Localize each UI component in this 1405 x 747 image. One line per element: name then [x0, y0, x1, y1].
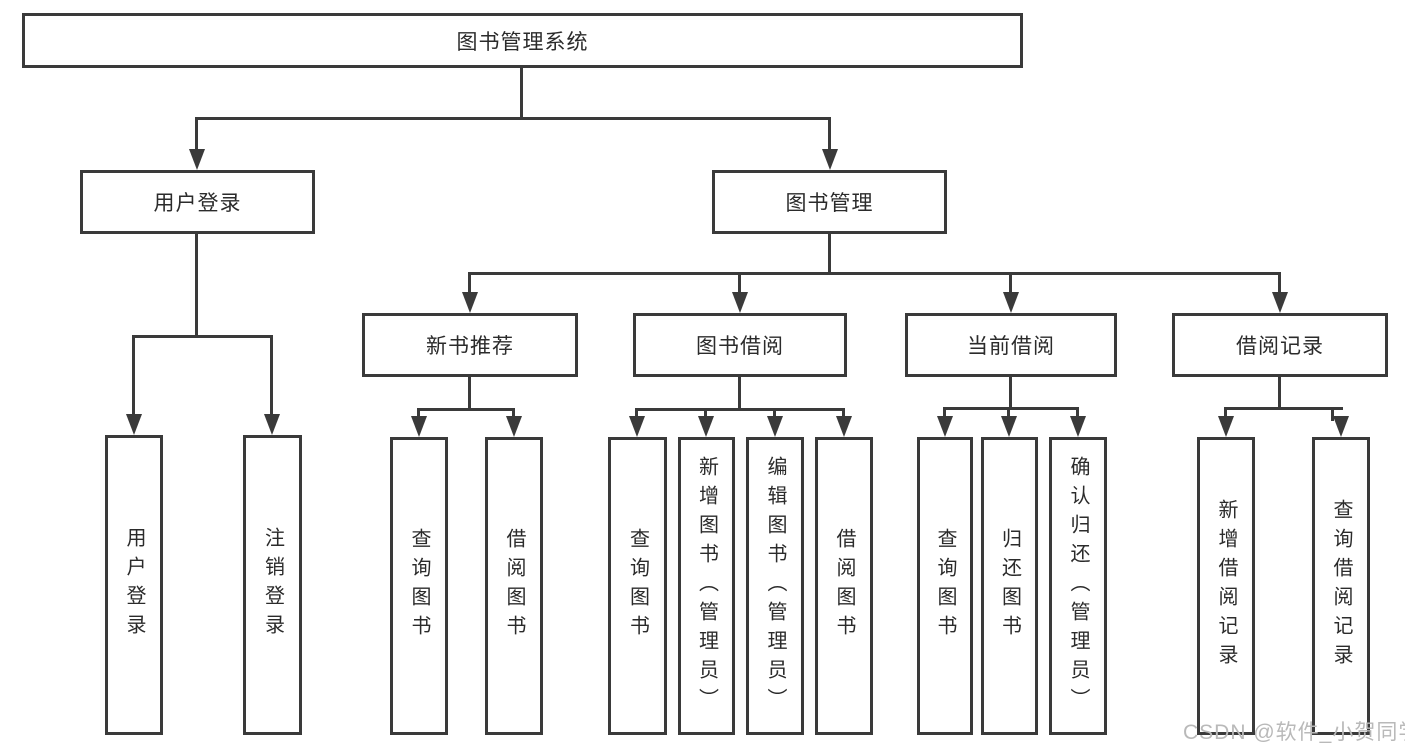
arrow-down-icon — [264, 414, 280, 435]
connector-line — [635, 408, 845, 411]
connector-line — [1278, 272, 1281, 300]
connector-line — [195, 117, 198, 162]
leaf-user-login: 用户登录 — [105, 435, 163, 735]
node-root-label: 图书管理系统 — [456, 30, 589, 54]
connector-line — [828, 117, 831, 162]
connector-line — [738, 377, 741, 410]
connector-line — [943, 407, 1079, 410]
csdn-watermark: CSDN @软件_小贺同学 — [1183, 721, 1405, 744]
node-book-borrowing-label: 图书借阅 — [696, 335, 784, 358]
node-new-book-recommend: 新书推荐 — [362, 313, 578, 377]
node-user-login-label: 用户登录 — [153, 192, 242, 215]
arrow-down-icon — [1333, 416, 1349, 437]
node-root: 图书管理系统 — [22, 13, 1023, 68]
node-book-management: 图书管理 — [712, 170, 947, 234]
arrow-down-icon — [189, 149, 205, 170]
leaf-rc-add-record-label: 新增借阅记录 — [1215, 499, 1237, 673]
node-current-borrowing-label: 当前借阅 — [967, 335, 1055, 358]
leaf-cu-query-books: 查询图书 — [917, 437, 973, 735]
arrow-down-icon — [1070, 416, 1086, 437]
node-new-book-recommend-label: 新书推荐 — [426, 335, 514, 358]
connector-line — [738, 272, 741, 300]
leaf-bw-edit-books-admin: 编辑图书（管理员） — [746, 437, 804, 735]
connector-line — [943, 407, 946, 421]
node-book-borrowing: 图书借阅 — [633, 313, 847, 377]
connector-line — [828, 234, 831, 274]
leaf-logout: 注销登录 — [243, 435, 302, 735]
arrow-down-icon — [506, 416, 522, 437]
leaf-rc-query-record: 查询借阅记录 — [1312, 437, 1370, 735]
connector-line — [132, 335, 273, 338]
connector-line — [773, 408, 776, 422]
arrow-down-icon — [698, 416, 714, 437]
arrow-down-icon — [629, 416, 645, 437]
leaf-rc-add-record: 新增借阅记录 — [1197, 437, 1255, 735]
connector-line — [1009, 272, 1012, 300]
leaf-logout-label: 注销登录 — [261, 527, 284, 643]
arrow-down-icon — [462, 292, 478, 313]
leaf-bw-query-books: 查询图书 — [608, 437, 667, 735]
arrow-down-icon — [1218, 416, 1234, 437]
connector-line — [417, 408, 420, 422]
connector-line — [1076, 407, 1079, 421]
node-borrowing-records-label: 借阅记录 — [1236, 335, 1324, 358]
leaf-bw-add-books-admin: 新增图书（管理员） — [678, 437, 735, 735]
connector-line — [468, 272, 471, 300]
connector-line — [635, 408, 638, 422]
arrow-down-icon — [1001, 416, 1017, 437]
connector-line — [842, 408, 845, 422]
arrow-down-icon — [937, 416, 953, 437]
arrow-down-icon — [732, 292, 748, 313]
arrow-down-icon — [822, 149, 838, 170]
leaf-bw-add-books-admin-label: 新增图书（管理员） — [695, 455, 718, 717]
leaf-cu-confirm-return-admin-label: 确认归还（管理员） — [1067, 455, 1089, 717]
node-user-login: 用户登录 — [80, 170, 315, 234]
connector-line — [1331, 407, 1334, 421]
node-borrowing-records: 借阅记录 — [1172, 313, 1388, 377]
leaf-rc-query-record-label: 查询借阅记录 — [1330, 499, 1352, 673]
connector-line — [1278, 377, 1281, 409]
connector-line — [512, 408, 515, 422]
connector-line — [704, 408, 707, 422]
connector-line — [520, 68, 523, 119]
connector-line — [132, 335, 135, 420]
leaf-bw-edit-books-admin-label: 编辑图书（管理员） — [764, 455, 786, 717]
connector-line — [1007, 407, 1010, 421]
connector-line — [195, 117, 831, 120]
leaf-bw-borrow-books: 借阅图书 — [815, 437, 873, 735]
leaf-cu-return-books-label: 归还图书 — [998, 528, 1021, 644]
connector-line — [1224, 407, 1343, 410]
arrow-down-icon — [126, 414, 142, 435]
connector-line — [1224, 407, 1227, 421]
node-current-borrowing: 当前借阅 — [905, 313, 1117, 377]
leaf-cu-query-books-label: 查询图书 — [934, 528, 956, 644]
arrow-down-icon — [1272, 292, 1288, 313]
leaf-user-login-label: 用户登录 — [123, 527, 145, 643]
leaf-nb-query-books: 查询图书 — [390, 437, 448, 735]
arrow-down-icon — [411, 416, 427, 437]
arrow-down-icon — [767, 416, 783, 437]
leaf-cu-return-books: 归还图书 — [981, 437, 1038, 735]
leaf-cu-confirm-return-admin: 确认归还（管理员） — [1049, 437, 1107, 735]
connector-line — [468, 272, 1281, 275]
leaf-nb-borrow-books: 借阅图书 — [485, 437, 543, 735]
node-book-management-label: 图书管理 — [785, 192, 874, 215]
leaf-nb-query-books-label: 查询图书 — [408, 528, 430, 644]
leaf-bw-borrow-books-label: 借阅图书 — [833, 528, 855, 644]
arrow-down-icon — [836, 416, 852, 437]
connector-line — [417, 408, 515, 411]
arrow-down-icon — [1003, 292, 1019, 313]
leaf-nb-borrow-books-label: 借阅图书 — [503, 528, 525, 644]
connector-line — [270, 335, 273, 420]
connector-line — [1009, 377, 1012, 409]
connector-line — [468, 377, 471, 410]
connector-line — [195, 234, 198, 337]
leaf-bw-query-books-label: 查询图书 — [626, 528, 649, 644]
